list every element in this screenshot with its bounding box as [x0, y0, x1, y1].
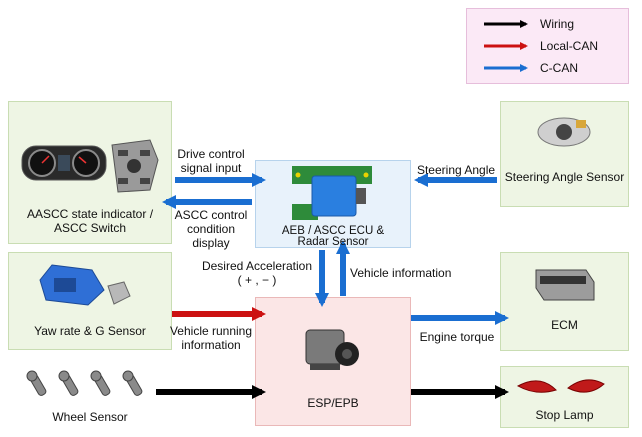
- desired-accel-label-1: Desired Acceleration: [201, 259, 313, 273]
- ecm-node: [500, 252, 629, 351]
- ecm-label: ECM: [551, 318, 578, 332]
- esp-label: ESP/EPB: [307, 396, 359, 410]
- vehicle-info-label: Vehicle information: [350, 266, 452, 280]
- ascc-display-label-2: condition: [186, 222, 236, 236]
- steering-angle-sensor-icon: [537, 117, 591, 147]
- yaw-label: Yaw rate & G Sensor: [34, 324, 146, 338]
- ascc-display-label-3: display: [192, 236, 230, 250]
- ascc-display-label-1: ASCC control: [174, 208, 248, 222]
- drive-control-label-2: signal input: [180, 161, 242, 175]
- desired-accel-label-2: ( + , − ): [237, 273, 277, 287]
- ecu-radar-icon: [292, 166, 372, 220]
- ecu-label-2: Radar Sensor: [297, 236, 369, 248]
- ecu-label-1: AEB / ASCC ECU &: [281, 225, 385, 237]
- wheel-sensors-icon: [26, 370, 143, 396]
- drive-control-label-1: Drive control: [177, 147, 245, 161]
- steer-label: Steering Angle Sensor: [504, 170, 625, 184]
- steering-angle-label: Steering Angle: [416, 163, 496, 177]
- stop-label: Stop Lamp: [535, 408, 594, 422]
- vehicle-running-label-1: Vehicle running: [169, 324, 253, 338]
- ecm-icon: [535, 269, 595, 301]
- legend-local-can-label: Local-CAN: [540, 39, 599, 53]
- indicator-label-2: ASCC Switch: [53, 221, 127, 235]
- indicator-label-1: AASCC state indicator /: [26, 207, 154, 221]
- instrument-cluster-icon: [21, 145, 107, 181]
- legend-wiring-label: Wiring: [540, 17, 575, 31]
- wheel-label: Wheel Sensor: [52, 410, 128, 424]
- yaw-sensor-icon: [39, 264, 131, 306]
- stop-lamp-icon: [516, 379, 605, 393]
- vehicle-running-label-2: information: [181, 338, 241, 352]
- steering-switch-icon: [111, 139, 159, 193]
- ecu-node: [255, 160, 411, 248]
- stop-node: [500, 366, 629, 428]
- engine-torque-label: Engine torque: [419, 330, 495, 344]
- esp-module-icon: [305, 329, 359, 370]
- legend-c-can-label: C-CAN: [540, 61, 578, 75]
